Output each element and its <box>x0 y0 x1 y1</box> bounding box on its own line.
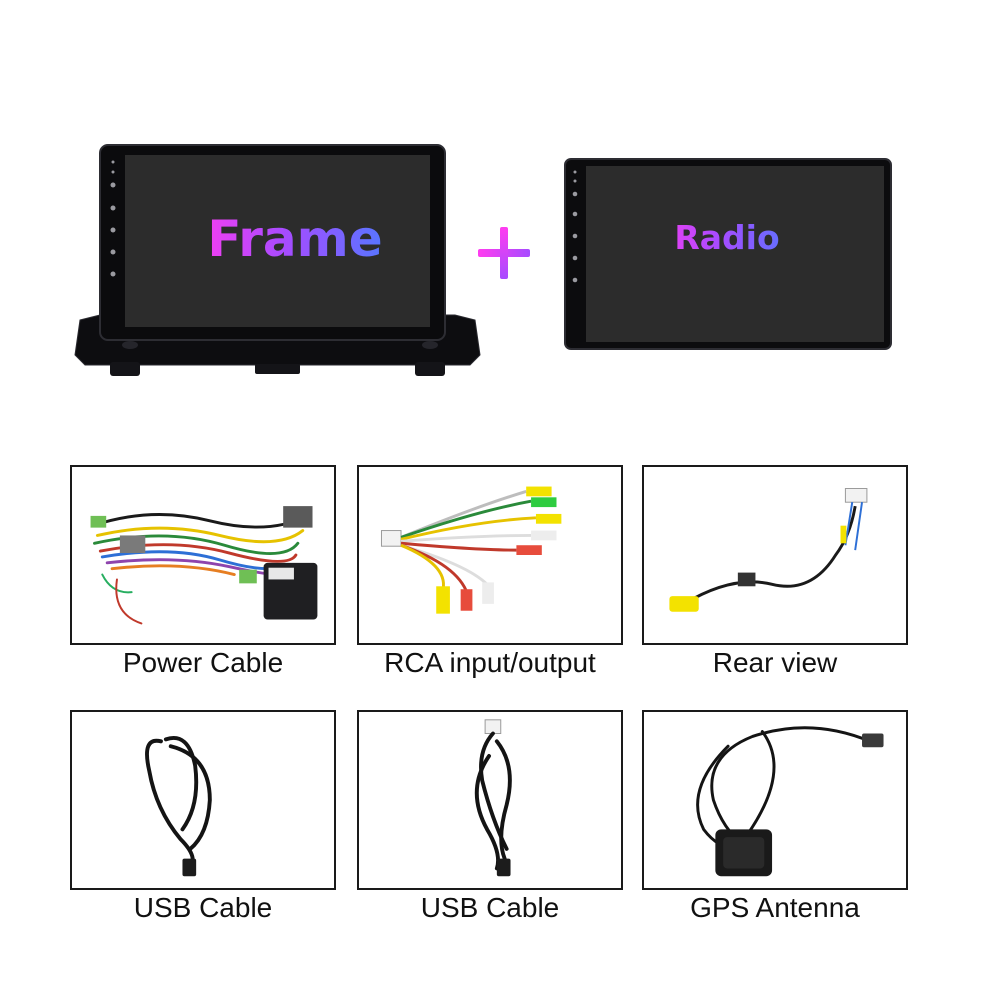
caption-usb-cable-1: USB Cable <box>133 892 273 923</box>
rear-view-card <box>642 465 908 645</box>
radio-illustration <box>564 158 892 350</box>
usb-cable-icon <box>474 719 512 877</box>
rca-cable-icon <box>380 486 562 614</box>
usb-cable-card-2 <box>357 710 623 890</box>
plus-icon <box>478 225 534 281</box>
usb-cable-icon <box>145 736 212 877</box>
rca-cable-card <box>357 465 623 645</box>
gps-antenna-icon <box>696 726 884 877</box>
caption-power-cable: Power Cable <box>122 647 284 678</box>
frame-label: Frame <box>190 210 400 268</box>
rear-view-cable-icon <box>669 488 868 612</box>
radio-product-image: Radio <box>562 156 894 352</box>
frame-product-image: Frame <box>70 140 485 380</box>
usb-cable-card-1 <box>70 710 336 890</box>
caption-rca-input-output: RCA input/output <box>384 647 596 678</box>
caption-gps-antenna: GPS Antenna <box>690 892 860 923</box>
power-cable-icon <box>90 506 318 625</box>
frame-illustration <box>74 144 481 376</box>
caption-rear-view: Rear view <box>712 647 838 678</box>
gps-antenna-card <box>642 710 908 890</box>
radio-label: Radio <box>647 218 807 257</box>
caption-usb-cable-2: USB Cable <box>420 892 560 923</box>
power-cable-card <box>70 465 336 645</box>
